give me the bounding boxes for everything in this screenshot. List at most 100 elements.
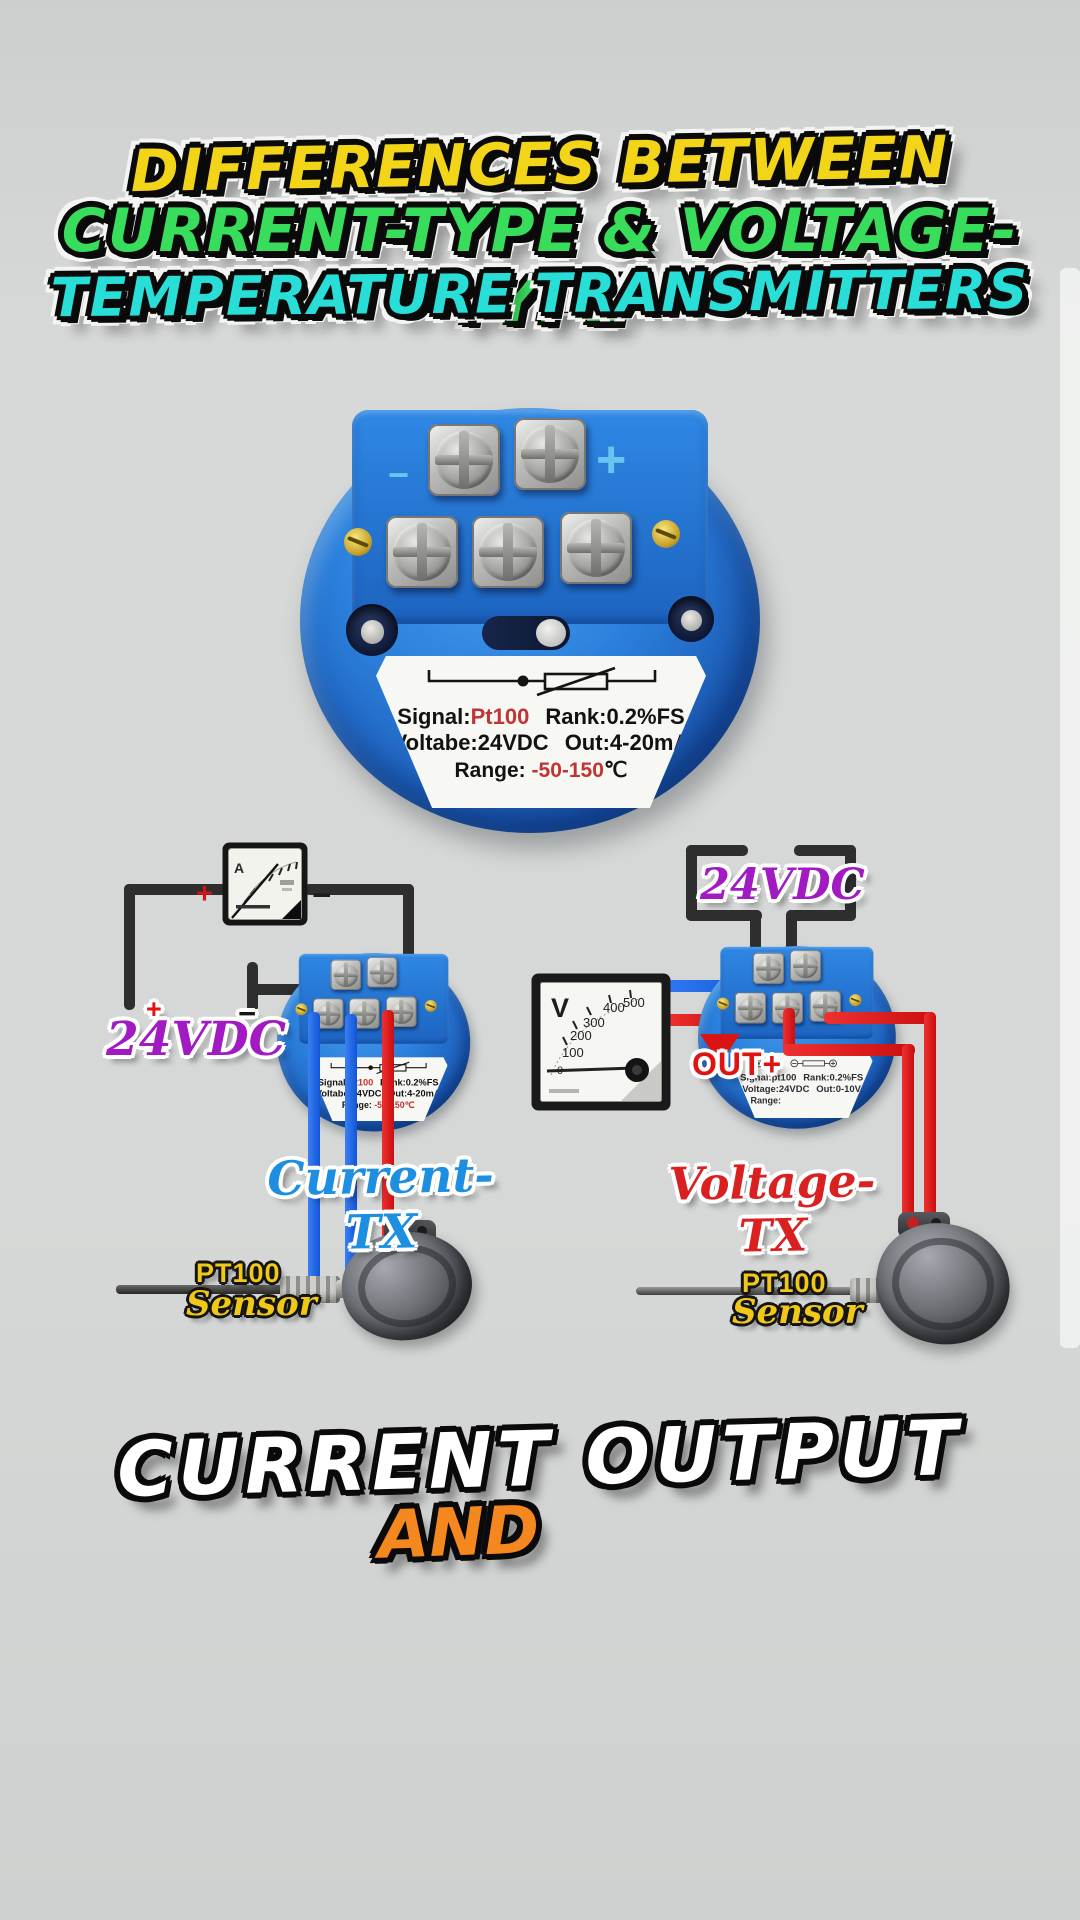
brass-screw <box>424 1000 437 1012</box>
right-edge-glare <box>1060 268 1080 1348</box>
ammeter-minus: − <box>312 876 332 913</box>
wire-from-ammeter <box>304 884 414 895</box>
screw-slot <box>748 995 753 1021</box>
screw-slot <box>590 519 602 577</box>
screw-terminal <box>428 424 500 496</box>
signal-value: Pt100 <box>348 1077 374 1088</box>
voltmeter-tick-100: 100 <box>562 1045 584 1060</box>
signal-value: Pt100 <box>470 704 530 729</box>
screw-terminal <box>330 959 361 990</box>
left-supply-plus: + <box>146 994 162 1024</box>
wire-red-out-2a <box>824 1012 936 1024</box>
title-line-1: DIFFERENCES BETWEEN <box>130 122 950 206</box>
current-tx-label: Current-TX <box>266 1148 495 1261</box>
range-key: Range: <box>454 759 526 782</box>
screw-terminal <box>514 418 586 490</box>
voltmeter-tick-200: 200 <box>570 1028 592 1043</box>
spec-line-voltage: Voltage:24VDC Out:0-10V <box>731 1083 873 1094</box>
wire-red-out-1a <box>783 1008 795 1052</box>
screw-slot <box>502 523 514 581</box>
range-unit: ℃ <box>603 759 628 782</box>
title-line-3: TEMPERATURE TRANSMITTERS <box>50 257 1030 330</box>
out-plus-label: OUT+ <box>692 1046 783 1082</box>
spec-line-signal: Signal:Pt100 Rank:0.2%FS <box>376 704 706 730</box>
screw-terminal <box>386 516 458 588</box>
screw-terminal <box>472 516 544 588</box>
mounting-pin <box>680 609 703 631</box>
screw-terminal <box>560 512 632 584</box>
screw-terminal <box>790 950 821 982</box>
wire-bracket-right-bottom <box>786 910 856 921</box>
mounting-pin <box>360 619 385 644</box>
ammeter: A <box>222 842 308 926</box>
wire-down-to-terminal <box>403 884 414 978</box>
left-sensor-label-2: Sensor <box>186 1284 317 1324</box>
screw-terminal <box>734 992 766 1024</box>
mounting-hole <box>346 604 398 656</box>
mounting-hole <box>668 596 714 642</box>
voltmeter-tick-300: 300 <box>583 1015 605 1030</box>
wire-bracket-left-top <box>686 845 748 856</box>
voltmeter-needle <box>546 1066 636 1073</box>
range-value: -50-150 <box>531 759 604 782</box>
output-value: Out:4-20mA <box>564 730 690 755</box>
rtd-symbol-icon <box>330 1061 427 1075</box>
title-line-2: CURRENT-TYPE & VOLTAGE-TYPE <box>61 196 1019 336</box>
voltmeter-unit: V <box>551 993 569 1023</box>
rank-value: Rank:0.2%FS <box>545 704 685 729</box>
screw-slot <box>416 523 428 581</box>
screw-slot <box>823 993 828 1019</box>
signal-key: Signal: <box>317 1077 349 1088</box>
ammeter-unit: A <box>234 860 244 876</box>
wire-red-sensor <box>382 1010 394 1250</box>
right-supply-label: 24VDC <box>700 860 865 910</box>
ammeter-plus: + <box>196 878 213 910</box>
right-sensor-label-2: Sensor <box>732 1292 863 1332</box>
footer-line-1: CURRENT OUTPUT <box>116 1402 964 1515</box>
output-value: Out:4-20mA <box>388 1088 441 1099</box>
screw-terminal <box>366 957 398 988</box>
brass-screw <box>849 994 862 1007</box>
brass-screw <box>652 520 680 548</box>
voltage-tx-label: Voltage-TX <box>668 1154 876 1263</box>
voltmeter: V 0 100 200 300 400 500 <box>531 973 671 1111</box>
left-supply-minus: − <box>238 996 257 1031</box>
wire-red-out-1c <box>902 1044 914 1266</box>
terminal-symbols-icon <box>754 1059 837 1068</box>
signal-key: Signal: <box>397 704 471 729</box>
brass-screw <box>295 1003 308 1016</box>
range-value: -50-150℃ <box>374 1100 415 1111</box>
rtd-symbol-icon <box>427 666 657 697</box>
wire-red-out-2b <box>924 1012 936 1258</box>
screw-slot <box>803 953 808 979</box>
right-sensor-label-1: PT100 <box>742 1268 827 1298</box>
range-key: Range: <box>750 1095 782 1106</box>
wire-bracket-right-top <box>794 845 856 856</box>
spec-line-range: Range: -50-150℃ <box>376 758 706 783</box>
wire-blue-sensor-2 <box>345 1014 357 1284</box>
wire-bracket-left-side <box>686 845 697 921</box>
screw-slot <box>379 960 385 985</box>
out-plus-arrow-icon <box>700 1034 740 1064</box>
screw-terminal <box>349 998 380 1029</box>
output-value: Out:0-10V <box>816 1083 861 1094</box>
brass-screw <box>344 528 372 556</box>
screw-slot <box>326 1001 331 1026</box>
rank-value: Rank:0.2%FS <box>803 1071 864 1083</box>
wire-bracket-right-side <box>845 845 856 921</box>
spec-line-range: Range: <box>731 1095 873 1106</box>
screw-slot <box>544 425 556 483</box>
voltmeter-tick-400: 400 <box>603 1000 625 1015</box>
spec-line-range: Range: -50-150℃ <box>309 1100 448 1111</box>
voltmeter-ticks <box>562 989 632 1046</box>
footer-line-2: AND <box>376 1491 541 1574</box>
voltage-value: Voltage:24VDC <box>742 1083 810 1094</box>
wire-to-ammeter <box>124 884 228 895</box>
left-supply-label: 24VDC <box>106 1012 287 1067</box>
